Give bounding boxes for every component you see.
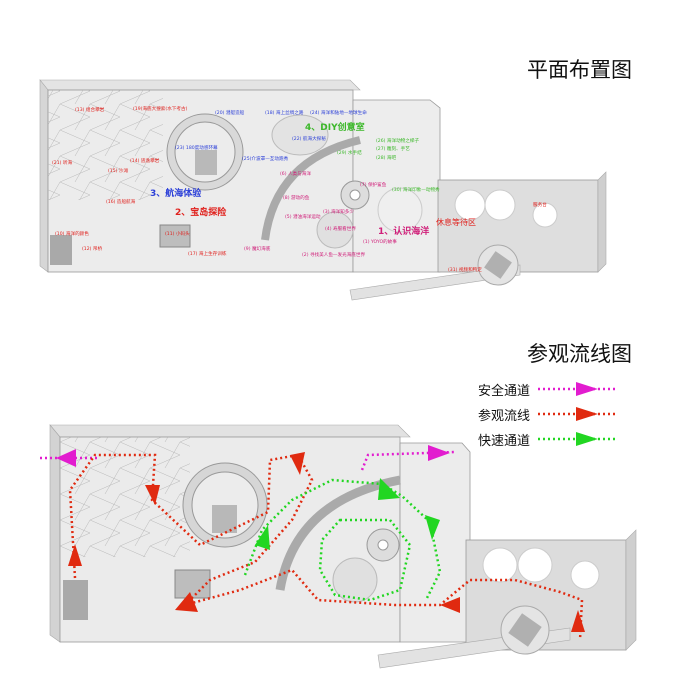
safety-route	[40, 445, 456, 471]
label-2: (2) 寻找美人鱼—发光海底世界	[302, 251, 365, 258]
fast-arrow-icon	[255, 525, 270, 550]
legend-swatches	[538, 382, 618, 446]
visit-arrow-icon	[440, 597, 460, 613]
label-14: (14) 逃逸攀岩	[130, 157, 160, 164]
label-28: (28) 海吧	[376, 154, 396, 161]
legend-safety-label: 安全通道	[478, 384, 531, 399]
label-21: (21) 听海	[52, 159, 72, 166]
fast-arrow-icon	[378, 478, 400, 500]
label-24: (24) 海洋和陆地—地球生命	[310, 109, 367, 116]
label-1: (1) YOYO的故事	[363, 238, 397, 245]
label-15: (15) 沙滩	[108, 167, 128, 174]
flow-title: 参观流线图	[527, 342, 632, 366]
label-6: (6) 人类与海洋	[280, 170, 311, 177]
visit-arrow-icon	[571, 610, 585, 632]
layout-plan	[39, 79, 607, 301]
label-22: (22) 航海大探秘	[292, 135, 326, 142]
label-16: (16) 造船航海	[106, 198, 136, 205]
label-19: (19)海底大搜索(水下考古)	[133, 105, 188, 112]
fast-arrow-icon	[576, 432, 598, 446]
label-9: (9) 魔幻海底	[244, 245, 271, 252]
zone-service: 服务台	[533, 201, 547, 208]
safety-exit-arrow-icon	[428, 445, 450, 461]
label-20: (20) 潜艇造船	[215, 109, 245, 116]
label-17: (17) 海上生存训练	[188, 250, 227, 257]
label-8: (8) 游动的鱼	[283, 194, 310, 201]
zone-3: 3、航海体验	[150, 187, 202, 199]
zone-4: 4、DIY创意室	[305, 121, 365, 133]
label-7: (7) 保护鲨鱼	[360, 181, 387, 188]
zone-rest: 休息等待区	[436, 217, 476, 227]
label-27: (27) 雕刻、手艺	[376, 145, 410, 152]
label-18: (18) 海上丝绸之路	[265, 109, 304, 116]
visit-route	[68, 452, 585, 641]
safety-exit-arrow-icon	[56, 449, 76, 467]
label-31: (31) 视频和鸭定	[448, 266, 482, 273]
label-13: (13) 组合攀岩	[75, 106, 105, 113]
visit-arrow-icon	[175, 592, 198, 612]
zone-1: 1、认识海洋	[378, 225, 429, 237]
label-11: (11) 小码头	[165, 230, 190, 237]
fast-route	[243, 478, 442, 602]
zone-2: 2、宝岛探险	[175, 206, 227, 218]
legend-fast-label: 快速通道	[478, 434, 531, 449]
fast-arrow-icon	[425, 515, 440, 540]
flow-plan	[49, 424, 637, 669]
label-5: (5) 潜油海洋运动	[285, 213, 321, 220]
label-29: (29) 水手结	[337, 149, 362, 156]
label-30: (30) 海洋印象—动物秀	[392, 186, 440, 193]
label-4: (4) 寿服看世界	[325, 225, 356, 232]
layout-labels: (13) 组合攀岩 (19)海底大搜索(水下考古) (20) 潜艇造船 (23)…	[52, 105, 547, 273]
label-10: (10) 海洋的颜色	[55, 230, 89, 237]
label-23: (23) 180度动感环幕	[175, 144, 218, 151]
visit-arrow-icon	[576, 407, 598, 421]
label-26: (26) 海洋动物之梯子	[376, 137, 419, 144]
label-3: (3) 海洋知多少	[323, 208, 354, 215]
layout-title: 平面布置图	[527, 58, 632, 82]
visit-arrow-icon	[145, 485, 160, 505]
legend-visit-label: 参观流线	[478, 409, 531, 424]
label-12: (12) 吊桥	[82, 245, 102, 252]
safety-arrow-icon	[576, 382, 598, 396]
visit-arrow-icon	[68, 544, 82, 566]
label-25: (25)介波罩—互动跑秀	[242, 155, 289, 162]
visit-arrow-icon	[290, 452, 305, 475]
